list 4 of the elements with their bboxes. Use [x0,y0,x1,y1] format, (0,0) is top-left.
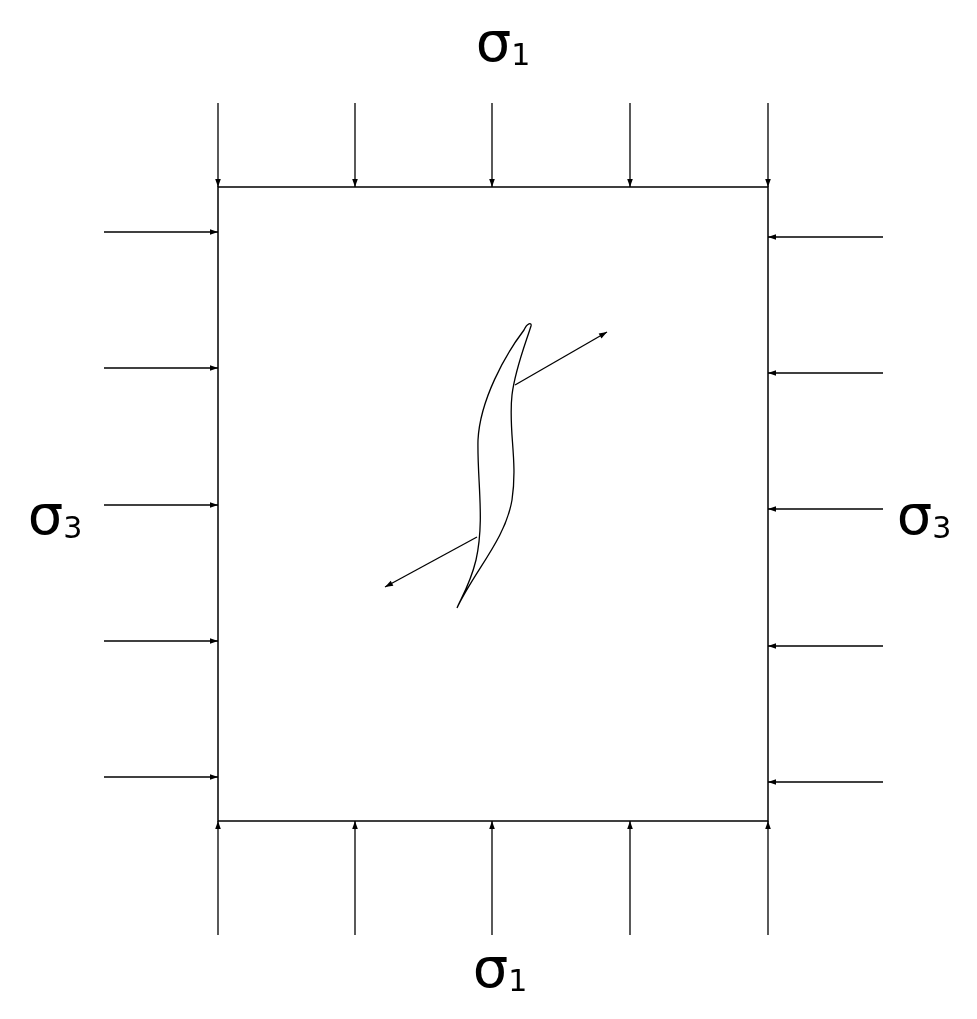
stress-label: σ$_{1}$ [475,14,531,70]
stress-label: σ$_{3}$ [896,487,952,543]
stress-label: σ$_{1}$ [472,940,528,996]
stress-label: σ$_{3}$ [27,487,83,543]
